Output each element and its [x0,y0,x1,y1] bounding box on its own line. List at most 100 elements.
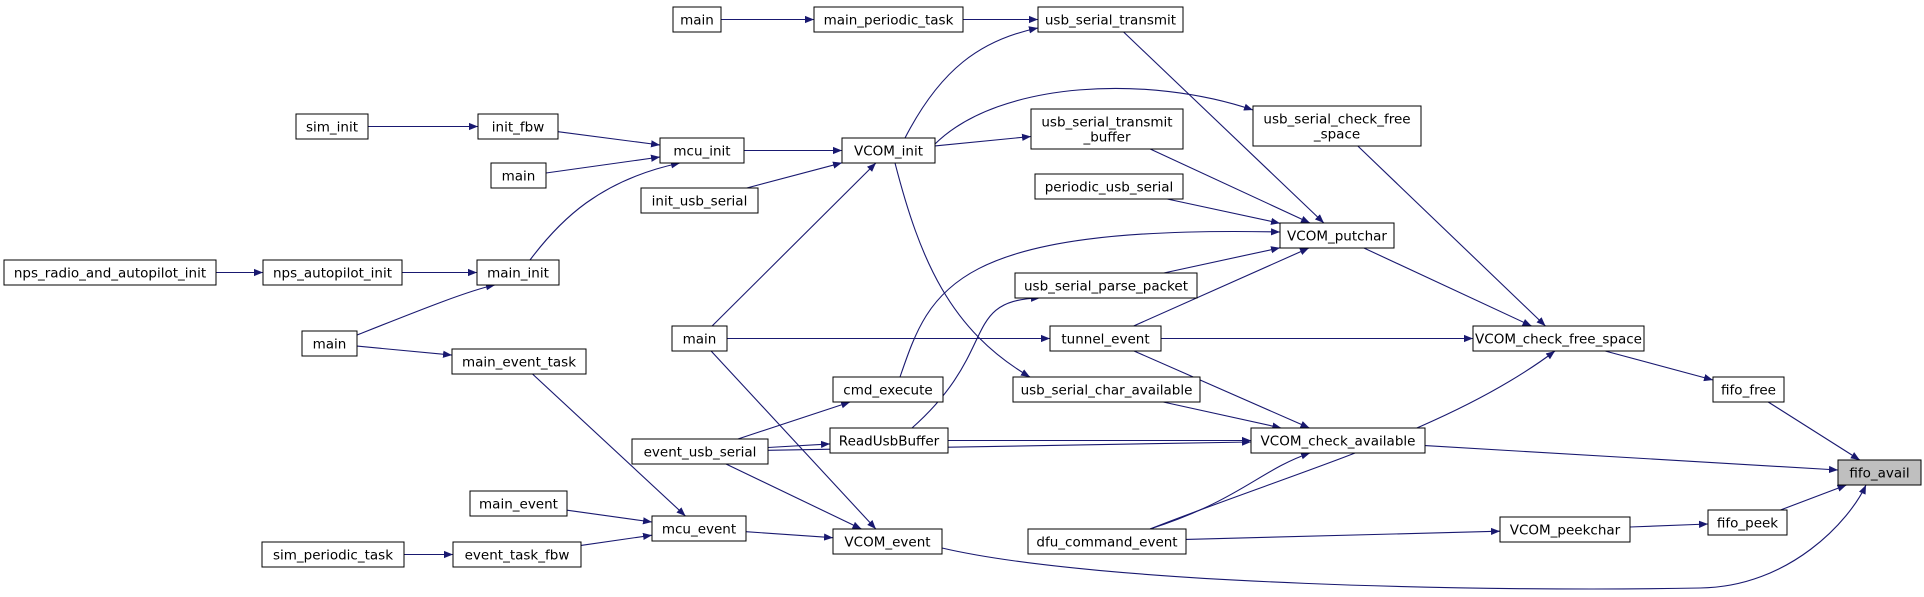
edge-path [737,401,851,440]
node-box [829,427,949,454]
edge-path [1133,350,1310,429]
node-label: main [502,169,536,185]
edge-path [725,463,862,530]
node-VCOM_check_free_space[interactable]: VCOM_check_free_space [1472,325,1645,352]
edge-tunnel_event-to-VCOM_putchar [1133,247,1310,327]
node-box [659,137,745,164]
edge-path [1133,247,1310,327]
node-main_event[interactable]: main_event [469,490,568,517]
node-usb_serial_transmit[interactable]: usb_serial_transmit [1037,6,1184,33]
node-label: init_fbw [492,120,544,136]
node-VCOM_putchar[interactable]: VCOM_putchar [1279,222,1395,249]
edge-path [1767,401,1861,461]
node-main_a[interactable]: main [672,6,722,33]
edge-path [1424,445,1839,474]
edge-path [1163,246,1281,274]
node-box [651,515,747,542]
node-VCOM_peekchar[interactable]: VCOM_peekchar [1499,516,1631,543]
node-init_usb_serial[interactable]: init_usb_serial [640,187,759,214]
nodes-layer: main main_periodic_task usb_serial_transmi… [3,6,1922,568]
node-sim_periodic_task[interactable]: sim_periodic_task [261,541,405,568]
edge-path [710,350,877,530]
node-box [1014,272,1198,299]
node-label: main [313,337,347,353]
node-label: init_usb_serial [652,194,748,210]
node-fifo_peek[interactable]: fifo_peek [1707,509,1788,536]
node-label: main [683,332,717,348]
node-usb_serial_char_available[interactable]: usb_serial_char_available [1012,376,1201,403]
node-mcu_init[interactable]: mcu_init [659,137,745,164]
edge-path [1167,198,1281,225]
edge-path [1629,520,1709,528]
edge-VCOM_init-to-usb_serial_char_available [894,162,1031,378]
node-usb_serial_transmit_buffer[interactable]: usb_serial_transmit_buffer [1030,108,1184,150]
node-VCOM_init[interactable]: VCOM_init [841,137,936,164]
edge-path [1185,527,1501,540]
node-label: usb_serial_transmit_buffer [1041,115,1172,146]
edge-VCOM_peekchar-to-fifo_peek [1629,520,1709,528]
edge-path [1604,350,1714,382]
node-mcu_event[interactable]: mcu_event [651,515,747,542]
edge-path [557,131,661,148]
node-label: tunnel_event [1061,332,1149,348]
node-tunnel_event[interactable]: tunnel_event [1049,325,1162,352]
node-fifo_free[interactable]: fifo_free [1712,376,1785,403]
node-label: mcu_event [662,522,736,538]
node-label: nps_radio_and_autopilot_init [14,266,206,282]
node-nps_radio_and_autopilot_init[interactable]: nps_radio_and_autopilot_init [3,259,217,286]
node-VCOM_check_available[interactable]: VCOM_check_available [1250,427,1426,454]
node-nps_autopilot_init[interactable]: nps_autopilot_init [262,259,403,286]
node-box [1712,376,1785,403]
node-cmd_execute[interactable]: cmd_execute [832,376,944,403]
node-main_c[interactable]: main [301,330,358,357]
node-box [640,187,759,214]
edge-VCOM_check_available-to-fifo_avail [1424,445,1839,474]
node-fifo_avail[interactable]: fifo_avail [1837,459,1922,486]
node-label: VCOM_peekchar [1510,523,1621,539]
edge-path [899,228,1281,378]
node-box [476,259,560,286]
node-box [1030,108,1184,150]
edge-path [1780,484,1847,511]
node-box [301,330,358,357]
node-usb_serial_check_free_space[interactable]: usb_serial_check_free_space [1252,105,1422,147]
node-usb_serial_parse_packet[interactable]: usb_serial_parse_packet [1014,272,1198,299]
node-main_periodic_task[interactable]: main_periodic_task [813,6,964,33]
edge-dfu_command_event-to-VCOM_peekchar [1185,527,1501,540]
node-init_fbw[interactable]: init_fbw [477,113,559,140]
node-periodic_usb_serial[interactable]: periodic_usb_serial [1034,173,1184,200]
edge-main_d-to-VCOM_event [710,350,877,530]
node-main_b[interactable]: main [490,162,547,189]
edge-path [356,345,453,358]
node-box [1034,173,1184,200]
edge-fifo_peek-to-fifo_avail [1780,484,1847,511]
edge-path [711,162,877,327]
node-main_d[interactable]: main [671,325,728,352]
node-main_init[interactable]: main_init [476,259,560,286]
node-box [295,113,369,140]
node-main_event_task[interactable]: main_event_task [451,348,587,375]
node-event_usb_serial[interactable]: event_usb_serial [631,438,769,465]
node-sim_init[interactable]: sim_init [295,113,369,140]
node-box [262,259,403,286]
node-label: fifo_free [1721,383,1776,399]
edge-path [746,161,843,189]
edge-main_d-to-VCOM_init [711,162,877,327]
edge-tunnel_event-to-VCOM_check_available [1133,350,1310,429]
edge-VCOM_event-to-fifo_avail [941,484,1867,590]
node-box [1252,105,1422,147]
node-label: VCOM_init [854,144,923,160]
node-box [631,438,769,465]
edge-path [529,161,681,261]
edge-path [934,133,1032,147]
node-label: usb_serial_transmit [1045,13,1176,29]
node-event_task_fbw[interactable]: event_task_fbw [452,541,582,568]
node-label: usb_serial_check_free_space [1263,112,1410,143]
node-label: main_init [487,266,549,282]
edge-VCOM_putchar-to-VCOM_check_free_space [1363,247,1532,327]
node-dfu_command_event[interactable]: dfu_command_event [1027,528,1187,555]
node-label: main_event_task [462,355,576,371]
edge-path [580,532,653,546]
node-ReadUsbBuffer[interactable]: ReadUsbBuffer [829,427,949,454]
node-VCOM_event[interactable]: VCOM_event [832,528,943,555]
